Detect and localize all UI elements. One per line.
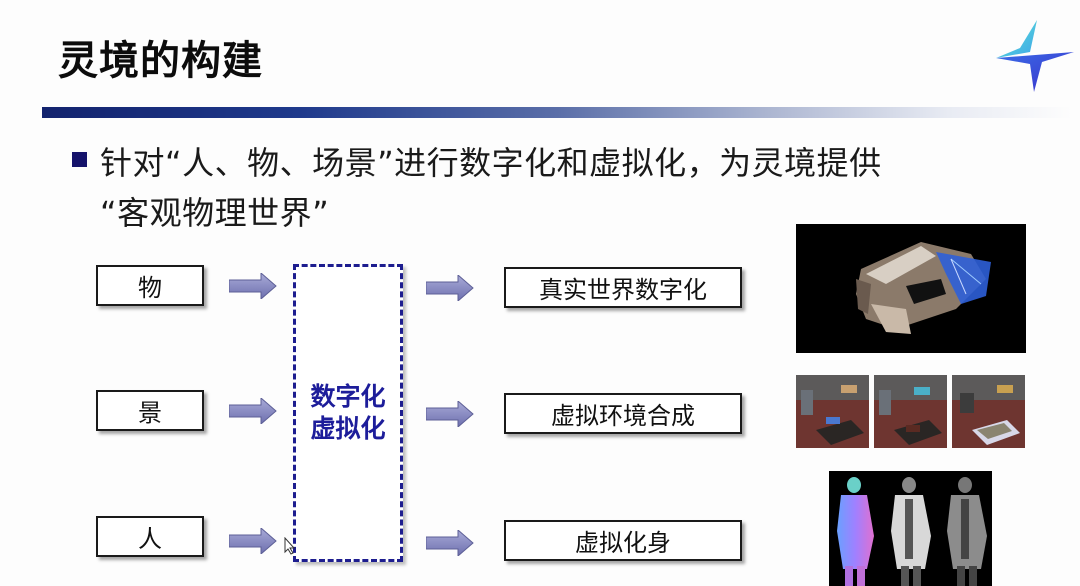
bullet-square-icon (72, 152, 87, 167)
output-box-virtual-avatar: 虚拟化身 (504, 520, 742, 561)
synthetic-room-thumbnail (874, 375, 947, 448)
output-label: 虚拟环境合成 (551, 402, 695, 430)
arrow-right-icon (426, 401, 474, 427)
lightning-logo-icon (996, 20, 1074, 92)
input-label: 物 (138, 274, 162, 302)
arrow-right-icon (229, 398, 277, 424)
input-box-object: 物 (96, 265, 204, 306)
output-box-virtual-environment-synthesis: 虚拟环境合成 (504, 393, 742, 434)
input-box-scene: 景 (96, 390, 204, 431)
process-label-line2: 虚拟化 (310, 414, 386, 443)
bullet-text-line1: 针对“人、物、场景”进行数字化和虚拟化，为灵境提供 (100, 144, 882, 182)
output-box-real-world-digitization: 真实世界数字化 (504, 267, 742, 308)
input-label: 人 (138, 525, 162, 553)
output-label: 真实世界数字化 (539, 276, 707, 304)
input-box-person: 人 (96, 516, 204, 557)
synthetic-room-thumbnail (952, 375, 1025, 448)
avatar-render-image (829, 471, 992, 586)
arrow-right-icon (229, 528, 277, 554)
arrow-right-icon (229, 273, 277, 299)
bullet-text-line2: “客观物理世界” (100, 194, 330, 232)
synthetic-room-thumbnail (796, 375, 869, 448)
arrow-right-icon (426, 530, 474, 556)
digitization-virtualization-box: 数字化 虚拟化 (293, 264, 403, 562)
slide-title: 灵境的构建 (58, 38, 263, 84)
process-label-line1: 数字化 (310, 382, 386, 411)
title-underline-bar (42, 107, 1072, 118)
input-label: 景 (138, 399, 162, 427)
mouse-cursor-icon (284, 537, 296, 555)
arrow-right-icon (426, 275, 474, 301)
output-label: 虚拟化身 (575, 529, 671, 557)
room-scan-image (796, 224, 1026, 353)
